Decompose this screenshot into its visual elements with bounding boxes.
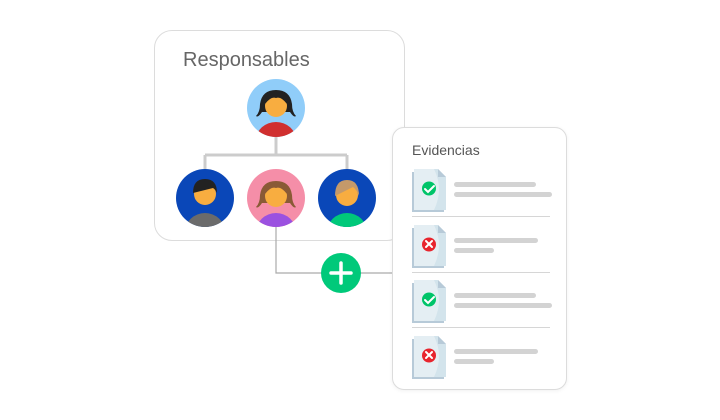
divider: [412, 216, 550, 217]
divider: [412, 327, 550, 328]
divider: [412, 271, 550, 273]
text-placeholder-line: [454, 303, 552, 308]
text-placeholder-line: [454, 192, 552, 197]
evidencias-title: Evidencias: [412, 142, 480, 158]
evidencias-card: Evidencias: [392, 127, 567, 390]
text-placeholder-line: [454, 358, 494, 364]
text-placeholder-line: [454, 247, 494, 253]
evidence-item-approved[interactable]: [410, 168, 552, 216]
text-placeholder-line: [454, 182, 536, 187]
x-icon: [422, 237, 436, 251]
avatar-manager[interactable]: [247, 79, 305, 158]
avatar-team-member-1[interactable]: [176, 169, 234, 251]
evidence-item-rejected[interactable]: [410, 224, 552, 272]
document-icon: [412, 169, 446, 212]
check-icon: [422, 181, 436, 196]
avatar-team-member-2[interactable]: [247, 169, 305, 251]
text-placeholder-line: [454, 348, 538, 354]
document-icon: [412, 335, 446, 379]
add-button[interactable]: [321, 253, 361, 293]
responsables-title: Responsables: [183, 49, 310, 71]
text-placeholder-line: [454, 237, 538, 243]
document-icon: [412, 280, 446, 323]
evidence-item-approved[interactable]: [410, 279, 552, 327]
avatar-team-member-3[interactable]: [318, 169, 376, 251]
text-placeholder-line: [454, 293, 536, 298]
x-icon: [422, 348, 436, 362]
plus-icon: [329, 261, 353, 285]
evidence-item-rejected[interactable]: [410, 335, 552, 383]
check-icon: [422, 292, 436, 307]
document-icon: [412, 224, 446, 268]
